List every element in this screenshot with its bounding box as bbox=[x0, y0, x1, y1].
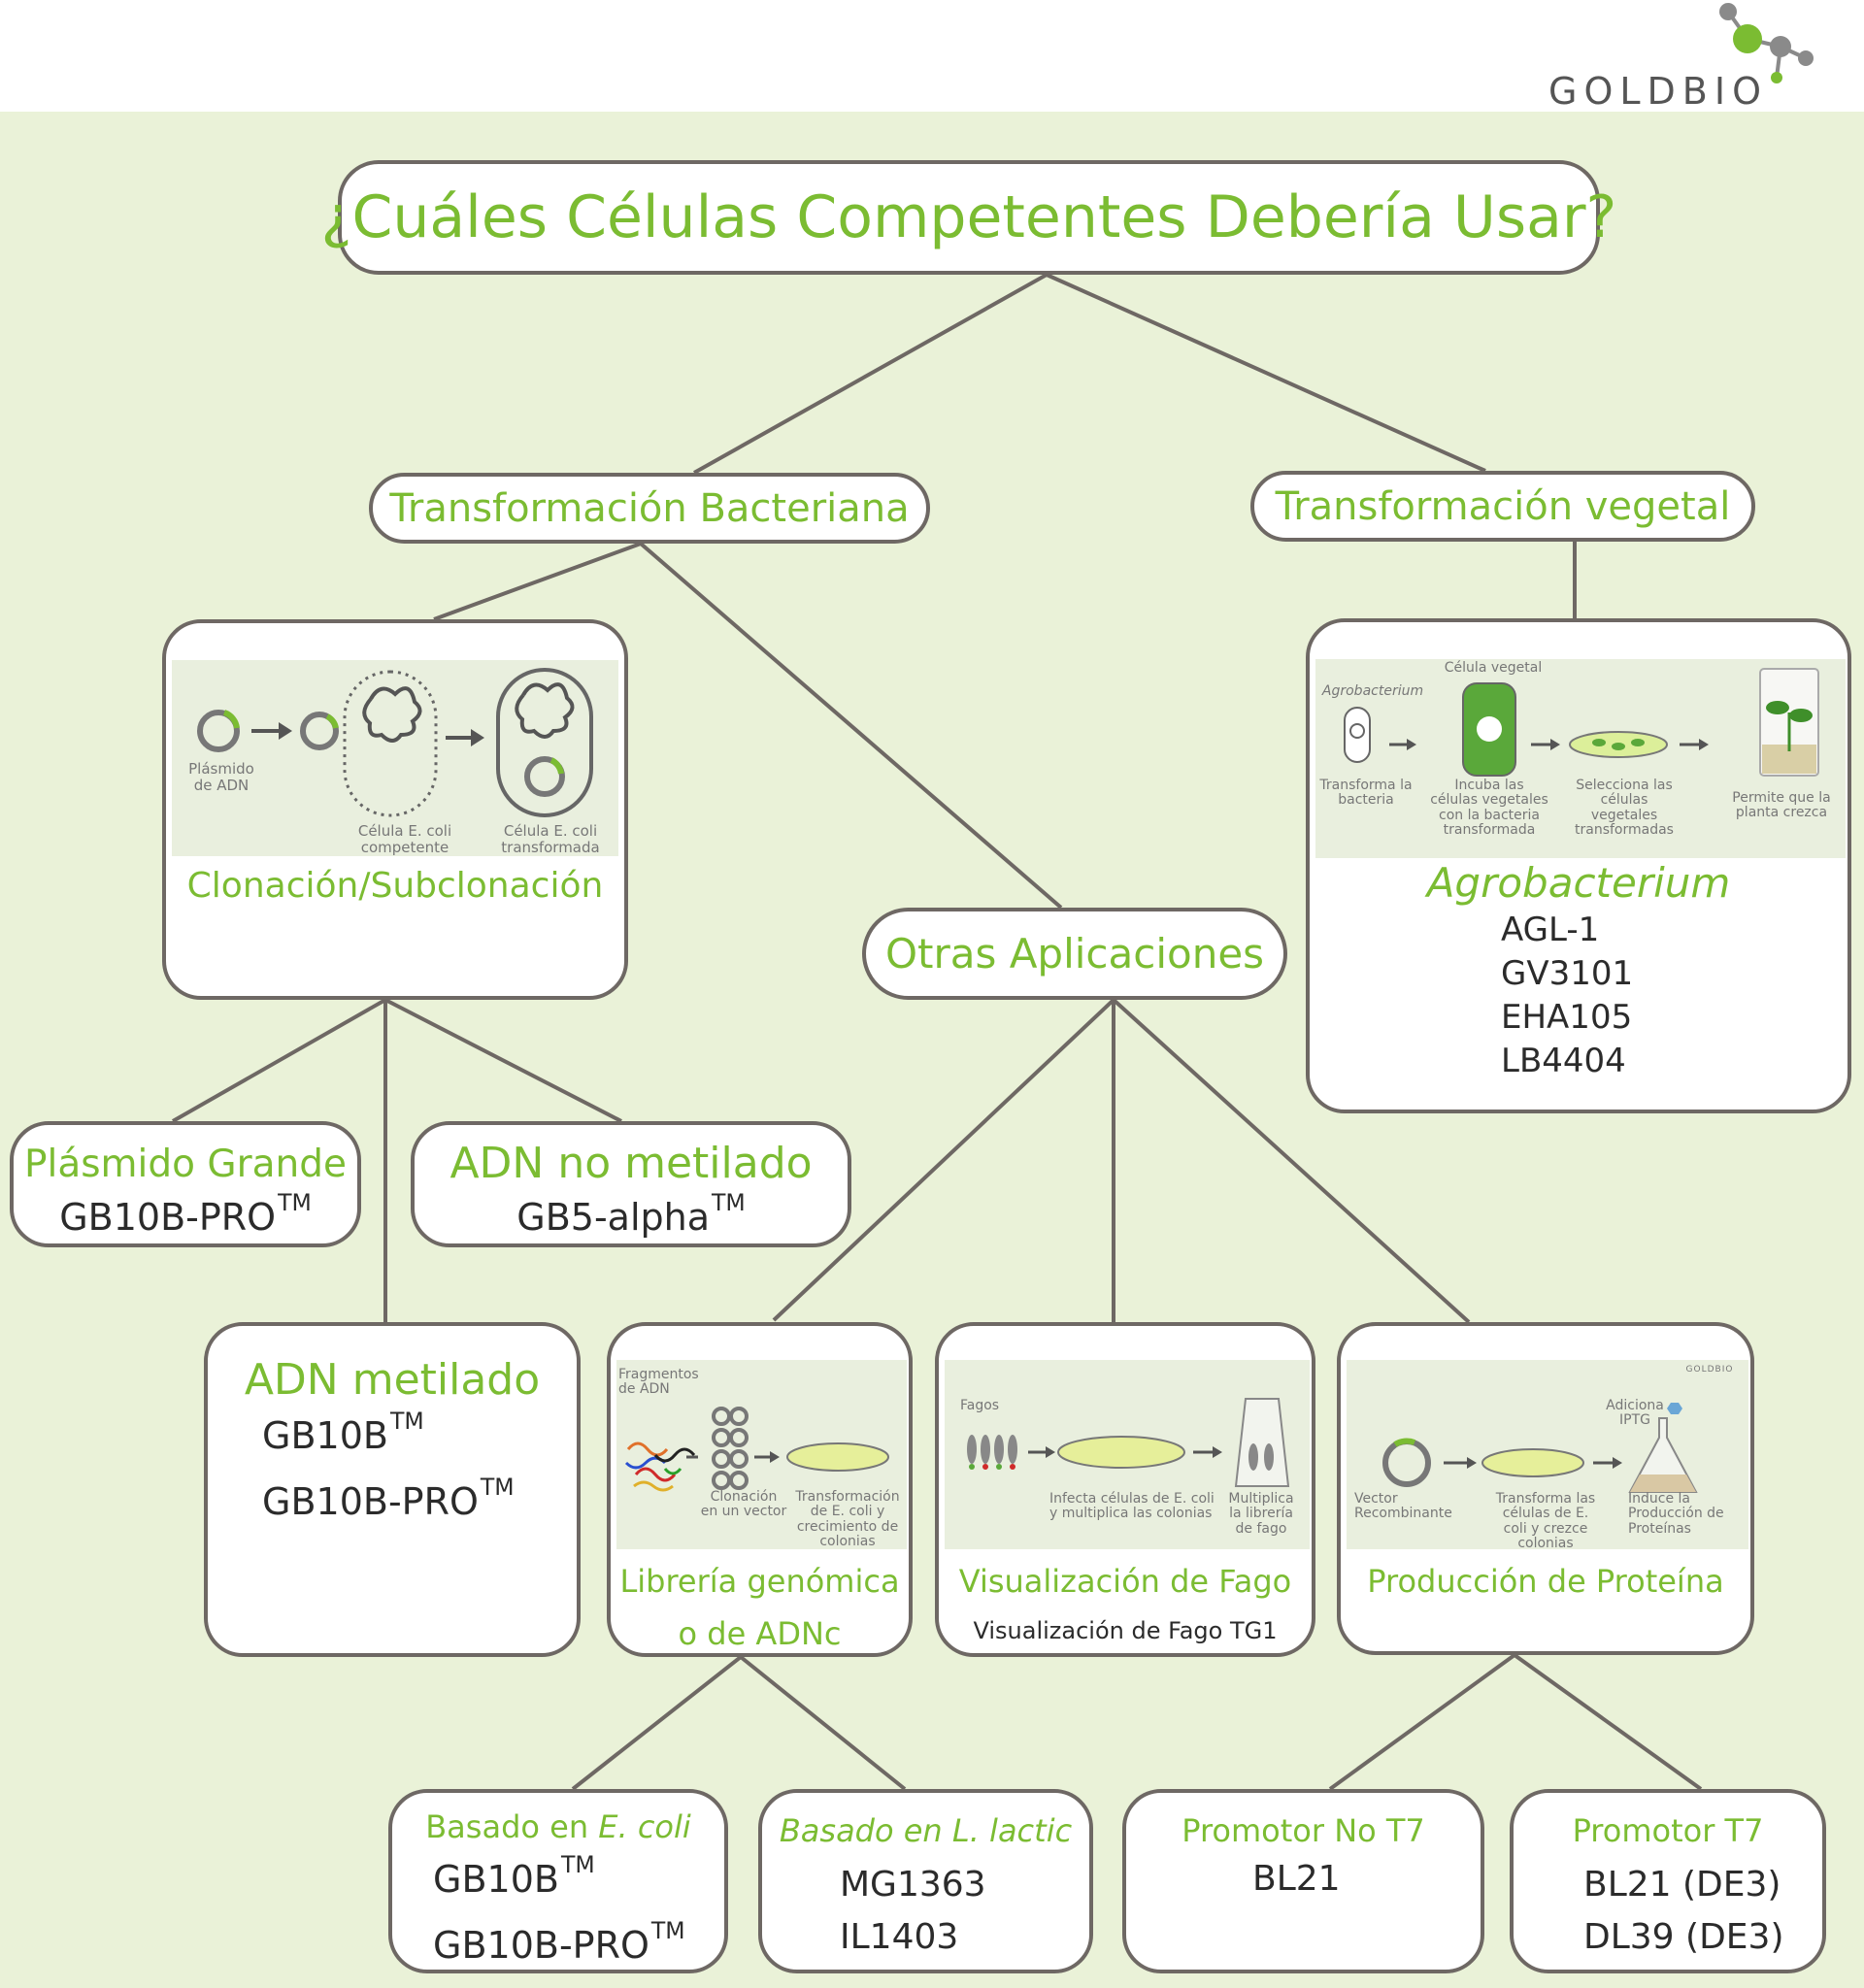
agrobacterium-strain-list: AGL-1 GV3101 EHA105 LB4404 bbox=[1501, 909, 1633, 1083]
strain-gb10b: GB10B bbox=[262, 1414, 388, 1458]
page-title: ¿Cuáles Células Competentes Debería Usar… bbox=[321, 160, 1616, 275]
library-title-line1: Librería genómica bbox=[619, 1563, 900, 1600]
methylated-strain-2: GB10B-PROTM bbox=[262, 1474, 515, 1523]
trademark: TM bbox=[480, 1474, 515, 1501]
logo-wordmark: GOLDBIO bbox=[1548, 70, 1768, 113]
strain-il1403: IL1403 bbox=[840, 1917, 959, 1957]
protein-title: Producción de Proteína bbox=[1367, 1563, 1724, 1600]
lactic-strain-list: MG1363 IL1403 bbox=[840, 1859, 986, 1964]
plant-cell-caption: Célula vegetal bbox=[1444, 660, 1543, 676]
phage-diagram-icon bbox=[967, 1398, 1290, 1487]
protein-step2-caption: Transforma las células de E. coli y crez… bbox=[1495, 1491, 1596, 1549]
agrobacterium-title: Agrobacterium bbox=[1426, 859, 1731, 907]
ecoli-title-italic: E. coli bbox=[598, 1808, 691, 1845]
phage-step1-caption: Fagos bbox=[960, 1398, 1000, 1413]
agro-step3-caption: Selecciona las células vegetales transfo… bbox=[1575, 778, 1674, 839]
agro-step1-caption: Transforma la bacteria bbox=[1319, 778, 1413, 809]
agrobacterium-caption: Agrobacterium bbox=[1321, 683, 1424, 699]
trademark: TM bbox=[278, 1189, 312, 1216]
cloning-node: Plásmido de ADN Célula E. coli competent… bbox=[162, 619, 628, 1000]
ecoli-strain-2: GB10B-PROTM bbox=[433, 1917, 685, 1967]
protein-illustration: Vector Recombinante Transforma las célul… bbox=[1347, 1360, 1748, 1549]
library-step1-caption: Fragmentos de ADN bbox=[618, 1367, 699, 1398]
ecoli-title-prefix: Basado en bbox=[425, 1808, 599, 1845]
protein-iptg-caption: Adiciona IPTG bbox=[1606, 1398, 1664, 1429]
unmethylated-strain: GB5-alphaTM bbox=[415, 1189, 848, 1239]
trademark: TM bbox=[389, 1408, 424, 1435]
transformed-cell-caption: Célula E. coli transformada bbox=[501, 822, 600, 856]
agro-step4-caption: Permite que la planta crezca bbox=[1732, 790, 1831, 821]
lactic-based-title: Basado en L. lactic bbox=[779, 1812, 1073, 1849]
library-node: Fragmentos de ADN Clonación en un vector… bbox=[607, 1322, 913, 1657]
ecoli-strain-1: GB10BTM bbox=[433, 1851, 595, 1901]
library-step2-caption: Clonación en un vector bbox=[700, 1489, 787, 1520]
competent-cell-caption: Célula E. coli competente bbox=[357, 822, 452, 856]
library-step3-caption: Transformación de E. coli y crecimiento … bbox=[795, 1489, 900, 1549]
strain-gb10b-pro: GB10B-PRO bbox=[433, 1924, 649, 1968]
strain-gb5-alpha: GB5-alpha bbox=[516, 1196, 711, 1240]
strain-bl21-de3: BL21 (DE3) bbox=[1583, 1865, 1781, 1905]
strain-agl1: AGL-1 bbox=[1501, 911, 1600, 949]
t7-title: Promotor T7 bbox=[1572, 1812, 1764, 1849]
plant-transformation-diagram-icon bbox=[1344, 668, 1819, 777]
large-plasmid-title: Plásmido Grande bbox=[23, 1143, 348, 1186]
trademark: TM bbox=[650, 1917, 685, 1944]
cloning-label: Clonación/Subclonación bbox=[186, 866, 604, 906]
agrobacterium-node: Agrobacterium Célula vegetal Transforma … bbox=[1306, 618, 1851, 1113]
strain-mg1363: MG1363 bbox=[840, 1865, 986, 1905]
protein-production-node: Vector Recombinante Transforma las célul… bbox=[1337, 1322, 1754, 1655]
methylated-dna-node: ADN metilado GB10BTM GB10B-PROTM bbox=[204, 1322, 581, 1657]
strain-bl21: BL21 bbox=[1252, 1859, 1341, 1899]
strain-gb10b-pro: GB10B-PRO bbox=[262, 1480, 479, 1524]
other-applications-node: Otras Aplicaciones bbox=[862, 908, 1287, 1000]
protein-step3-caption: Induce la Producción de Proteínas bbox=[1628, 1491, 1724, 1537]
large-plasmid-strain: GB10B-PROTM bbox=[14, 1189, 357, 1239]
methylated-strain-1: GB10BTM bbox=[262, 1408, 424, 1457]
protein-step1-caption: Vector Recombinante bbox=[1354, 1491, 1452, 1522]
phage-illustration: Fagos Infecta células de E. coli y multi… bbox=[945, 1360, 1310, 1549]
strain-gv3101: GV3101 bbox=[1501, 954, 1634, 993]
trademark: TM bbox=[560, 1851, 595, 1878]
t7-strain-list: BL21 (DE3) DL39 (DE3) bbox=[1583, 1859, 1784, 1964]
methylated-title: ADN metilado bbox=[244, 1355, 541, 1405]
strain-gb10b-pro: GB10B-PRO bbox=[59, 1196, 277, 1240]
strain-gb10b: GB10B bbox=[433, 1858, 559, 1902]
unmethylated-title: ADN no metilado bbox=[449, 1139, 813, 1188]
strain-dl39-de3: DL39 (DE3) bbox=[1583, 1917, 1784, 1957]
library-title-line2: o de ADNc bbox=[678, 1615, 842, 1652]
plasmid-caption: Plásmido de ADN bbox=[188, 760, 254, 794]
trademark: TM bbox=[712, 1189, 746, 1216]
phage-step2-caption: Infecta células de E. coli y multiplica … bbox=[1049, 1491, 1215, 1522]
phage-display-node: Fagos Infecta células de E. coli y multi… bbox=[935, 1322, 1315, 1657]
cloning-illustration: Plásmido de ADN Célula E. coli competent… bbox=[172, 660, 618, 856]
non-t7-promoter-node: Promotor No T7 BL21 bbox=[1122, 1789, 1484, 1973]
large-plasmid-node: Plásmido Grande GB10B-PROTM bbox=[10, 1121, 361, 1247]
library-diagram-icon bbox=[624, 1407, 889, 1492]
logo-molecule-icon bbox=[1719, 3, 1814, 83]
strain-lb4404: LB4404 bbox=[1501, 1042, 1626, 1080]
ecoli-based-node: Basado en E. coli GB10BTM GB10B-PROTM bbox=[388, 1789, 728, 1973]
plant-transformation-node: Transformación vegetal bbox=[1250, 471, 1755, 542]
lactic-based-node: Basado en L. lactic MG1363 IL1403 bbox=[758, 1789, 1093, 1973]
agro-step2-caption: Incuba las células vegetales con la bact… bbox=[1430, 778, 1548, 839]
ecoli-based-title: Basado en E. coli bbox=[392, 1808, 724, 1845]
phage-step3-caption: Multiplica la librería de fago bbox=[1228, 1491, 1294, 1537]
non-t7-title: Promotor No T7 bbox=[1182, 1812, 1425, 1849]
cloning-diagram-icon bbox=[197, 668, 593, 817]
t7-promoter-node: Promotor T7 BL21 (DE3) DL39 (DE3) bbox=[1510, 1789, 1826, 1973]
agrobacterium-illustration: Agrobacterium Célula vegetal Transforma … bbox=[1315, 659, 1846, 858]
protein-diagram-icon bbox=[1382, 1403, 1698, 1493]
phage-title: Visualización de Fago bbox=[958, 1563, 1292, 1600]
phage-strain: Visualización de Fago TG1 bbox=[973, 1617, 1278, 1644]
unmethylated-dna-node: ADN no metilado GB5-alphaTM bbox=[411, 1121, 851, 1247]
bacterial-transformation-node: Transformación Bacteriana bbox=[369, 473, 930, 544]
protein-mini-logo: GOLDBIO bbox=[1685, 1365, 1734, 1375]
library-illustration: Fragmentos de ADN Clonación en un vector… bbox=[616, 1360, 907, 1549]
strain-eha105: EHA105 bbox=[1501, 998, 1633, 1037]
